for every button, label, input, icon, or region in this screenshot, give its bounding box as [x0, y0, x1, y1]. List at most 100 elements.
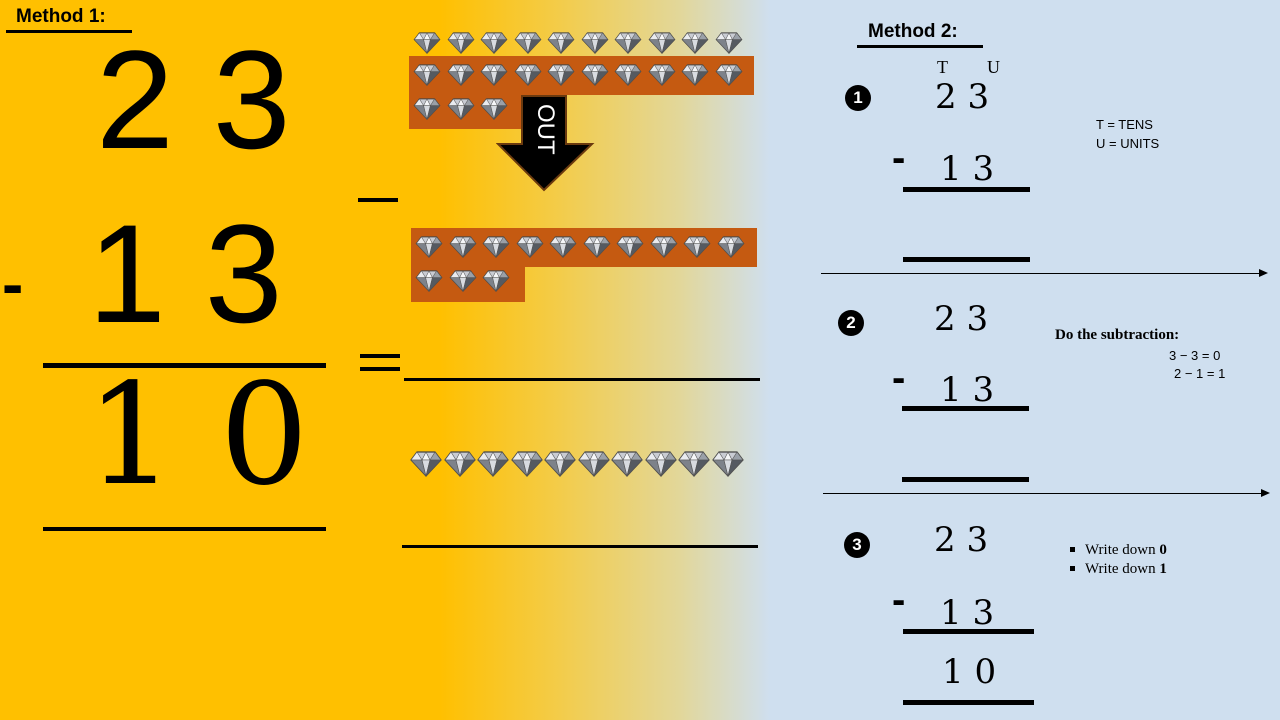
- diamond-icon: [410, 451, 442, 478]
- step-2-badge: 2: [838, 310, 864, 336]
- method2-title: Method 2:: [868, 21, 958, 42]
- diamond-icon: [413, 32, 441, 54]
- divider-arrow-1: [821, 273, 1259, 274]
- equals-result-line: [404, 378, 760, 381]
- bullet-icon: [1070, 546, 1075, 552]
- write-down-item-2: Write down 1: [1070, 561, 1167, 580]
- diamond-icon: [413, 98, 441, 120]
- diamond-icon: [581, 32, 608, 54]
- diamond-icon: [549, 236, 577, 258]
- diamond-icon: [547, 32, 575, 54]
- diamond-row-5: [414, 270, 511, 292]
- step-2-bottom: 1 3: [940, 370, 995, 410]
- diamond-icon: [544, 451, 576, 478]
- step-3-answer: 1 0: [942, 652, 997, 692]
- step-3-top: 2 3: [934, 520, 989, 560]
- diamond-icon: [510, 451, 543, 478]
- diamond-icon: [482, 236, 510, 258]
- write-down-list: Write down 0 Write down 1: [1070, 542, 1167, 580]
- step-2-sign: -: [892, 356, 906, 400]
- equals-sign-top: [360, 354, 400, 358]
- diamond-icon: [480, 32, 508, 54]
- write-down-item-2-prefix: Write down: [1085, 561, 1160, 577]
- method1-title: Method 1:: [16, 6, 106, 27]
- subtraction-note-line-1: 3 − 3 = 0: [1169, 348, 1221, 363]
- subtraction-note-title: Do the subtraction:: [1055, 327, 1180, 343]
- bullet-icon: [1070, 565, 1075, 571]
- diamond-result-row: [410, 448, 744, 480]
- diamond-icon: [616, 236, 644, 258]
- diamond-icon: [449, 270, 476, 292]
- method1-answer-line: [43, 363, 326, 368]
- step-3-line-1: [903, 629, 1034, 634]
- method2-title-underline: [857, 45, 983, 48]
- method1-title-underline: [6, 30, 132, 33]
- diamond-icon: [681, 64, 709, 86]
- step-2-top: 2 3: [934, 299, 989, 339]
- diamond-row-2: [412, 64, 744, 86]
- diamond-icon: [413, 64, 441, 86]
- diamond-icon: [577, 451, 610, 478]
- diamond-icon: [447, 64, 474, 86]
- diamond-icon: [648, 64, 675, 86]
- method1-minus-sign: -: [2, 248, 24, 320]
- diamond-icon: [447, 98, 474, 120]
- step-1-line-2: [903, 257, 1030, 262]
- subtraction-note-line-2: 2 − 1 = 1: [1174, 366, 1226, 381]
- diamond-icon: [447, 32, 474, 54]
- step-2-line-2: [902, 477, 1029, 482]
- diamond-icon: [482, 270, 510, 292]
- diamond-icon: [644, 451, 677, 478]
- header-units: U: [987, 57, 1000, 77]
- out-label: OUT: [532, 104, 559, 155]
- diamond-icon: [581, 64, 608, 86]
- step-1-line-1: [903, 187, 1030, 192]
- write-down-item-1-prefix: Write down: [1085, 542, 1160, 558]
- write-down-item-1-digit: 0: [1159, 542, 1167, 558]
- step-3-bottom: 1 3: [940, 593, 995, 633]
- diamond-icon: [715, 64, 742, 86]
- diamond-icon: [415, 270, 443, 292]
- diamond-icon: [711, 451, 744, 478]
- diamond-icon: [614, 64, 642, 86]
- diamond-icon: [611, 451, 643, 478]
- method1-top-number: 2 3: [96, 21, 291, 178]
- diamond-icon: [449, 236, 476, 258]
- method1-result: 1 0: [86, 354, 309, 517]
- diamond-icon: [480, 98, 508, 120]
- diamond-icon: [650, 236, 677, 258]
- diamond-icon: [715, 32, 742, 54]
- method1-bottom-number: 1 3: [88, 195, 283, 352]
- result-bottom-line: [402, 545, 758, 548]
- diamond-icon: [683, 236, 711, 258]
- diamond-icon: [681, 32, 709, 54]
- diamond-icon: [415, 236, 443, 258]
- diamond-icon: [614, 32, 642, 54]
- diamond-icon: [514, 64, 541, 86]
- diamond-icon: [547, 64, 575, 86]
- legend-units: U = UNITS: [1096, 136, 1160, 151]
- write-down-item-2-digit: 1: [1159, 561, 1167, 577]
- diamond-icon: [514, 32, 541, 54]
- step-3-badge: 3: [844, 532, 870, 558]
- diamond-icon: [516, 236, 543, 258]
- step-1-sign: -: [892, 136, 906, 180]
- side-minus-sign: [358, 198, 398, 202]
- diamond-icon: [717, 236, 744, 258]
- diamond-icon: [583, 236, 610, 258]
- diamond-icon: [678, 451, 710, 478]
- divider-arrow-1-head: [1259, 269, 1268, 277]
- diamond-row-1: [412, 32, 744, 54]
- step-1-bottom: 1 3: [940, 149, 995, 189]
- step-3-sign: -: [892, 578, 906, 622]
- step-1-top: 2 3: [935, 77, 990, 117]
- diamond-icon: [477, 451, 509, 478]
- diamond-icon: [648, 32, 675, 54]
- diamond-icon: [480, 64, 508, 86]
- diamond-row-3: [412, 98, 509, 120]
- step-1-badge: 1: [845, 85, 871, 111]
- divider-arrow-2-head: [1261, 489, 1270, 497]
- equals-sign-bottom: [360, 367, 400, 371]
- divider-arrow-2: [823, 493, 1261, 494]
